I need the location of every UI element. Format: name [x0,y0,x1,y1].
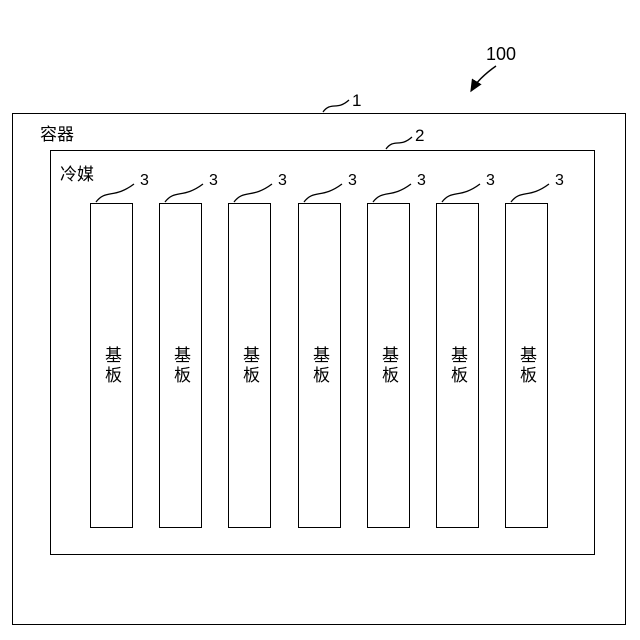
board-rect: 基板 [159,203,202,528]
leader-line-container [322,99,350,113]
coolant-rect [50,150,595,555]
board-rect: 基板 [436,203,479,528]
board-ref-numeral: 3 [348,172,357,189]
overall-ref-numeral: 100 [486,44,517,64]
board-ref-numeral: 3 [486,172,495,189]
coolant-label: 冷媒 [60,165,94,184]
board-label: 基板 [171,345,190,386]
board-label: 基板 [517,345,536,386]
container-label: 容器 [40,125,74,144]
board-ref-numeral: 3 [555,172,564,189]
board-label: 基板 [379,345,398,386]
board-rect: 基板 [228,203,271,528]
board-ref-numeral: 3 [278,172,287,189]
container-rect [12,113,626,625]
board-rect: 基板 [90,203,133,528]
board-rect: 基板 [505,203,548,528]
board-label: 基板 [448,345,467,386]
board-ref-numeral: 3 [417,172,426,189]
board-ref-numeral: 3 [140,172,149,189]
board-rect: 基板 [298,203,341,528]
board-ref-numeral: 3 [209,172,218,189]
board-label: 基板 [310,345,329,386]
board-label: 基板 [102,345,121,386]
board-label: 基板 [240,345,259,386]
container-ref-numeral: 1 [352,91,362,110]
overall-ref-arrow-icon [470,65,497,93]
coolant-ref-numeral: 2 [415,126,425,145]
board-rect: 基板 [367,203,410,528]
